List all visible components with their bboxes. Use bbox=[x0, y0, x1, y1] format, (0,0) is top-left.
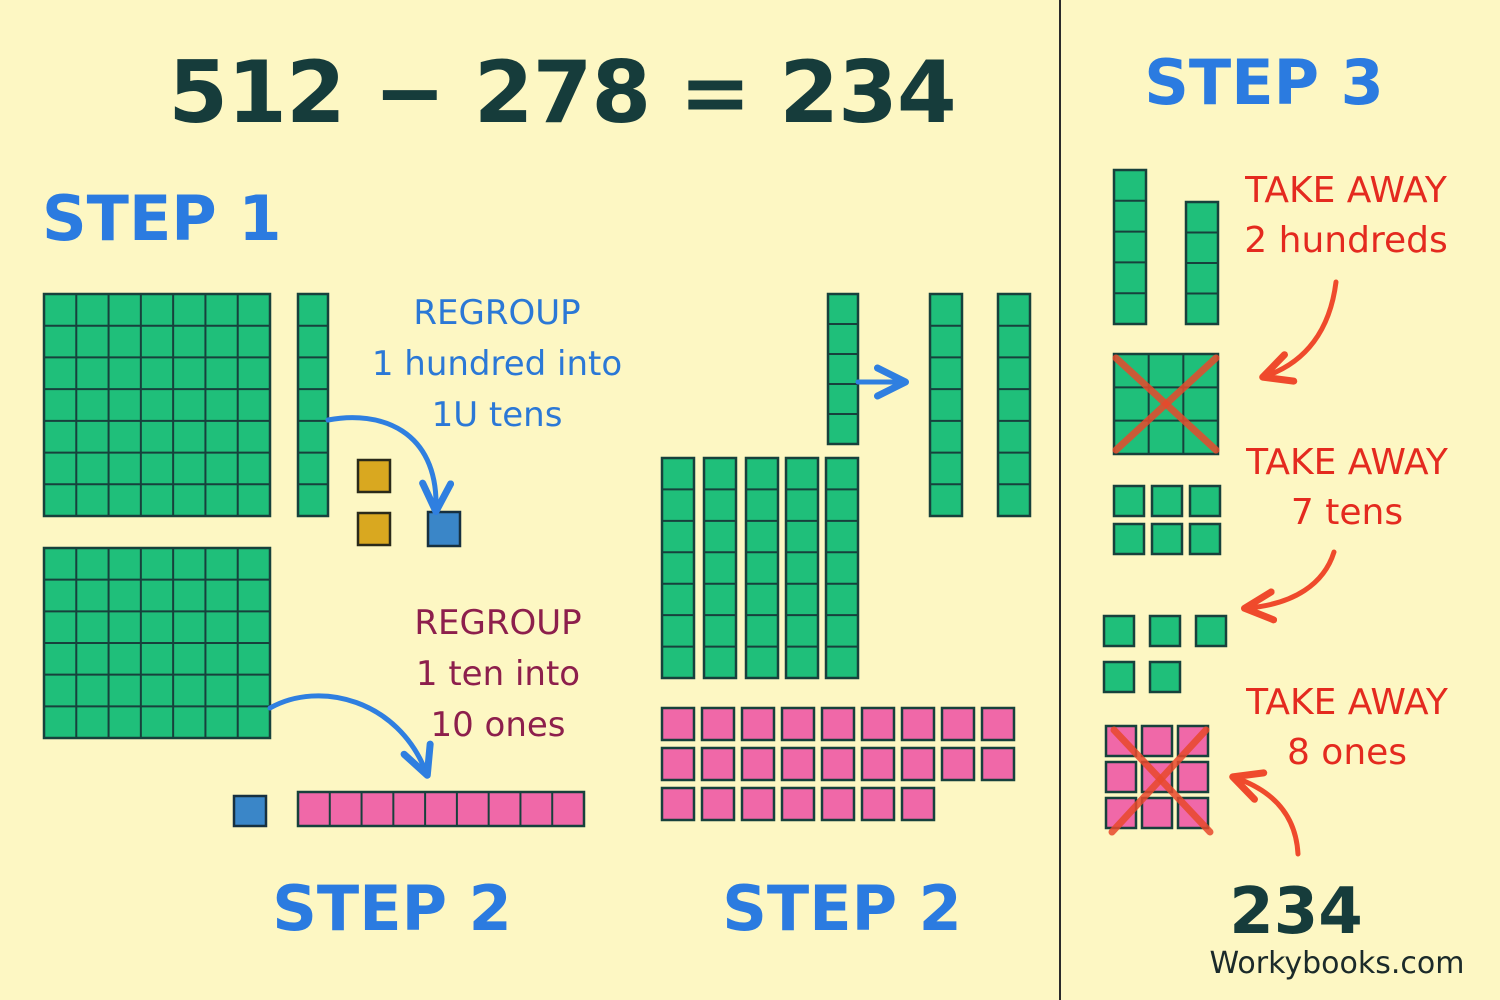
ones-cube bbox=[1112, 522, 1146, 556]
ones-cube-blue bbox=[426, 510, 462, 548]
cross-out-mark bbox=[1112, 354, 1220, 454]
ones-cube bbox=[980, 706, 1016, 742]
ones-strip-pink bbox=[296, 790, 586, 828]
ones-cube-yellow bbox=[356, 511, 392, 547]
note-line: 1U tens bbox=[431, 395, 563, 435]
ones-cube bbox=[1102, 614, 1136, 648]
hundreds-flat-1 bbox=[42, 292, 272, 518]
ones-cube bbox=[780, 706, 816, 742]
ones-cube-blue bbox=[232, 794, 268, 828]
ones-cube bbox=[940, 706, 976, 742]
ones-cube bbox=[700, 706, 736, 742]
ones-cube bbox=[660, 746, 696, 782]
tens-rod-step2 bbox=[824, 456, 860, 680]
note-line: TAKE AWAY bbox=[1246, 442, 1448, 483]
tens-rod-step2 bbox=[660, 456, 696, 680]
note-line: REGROUP bbox=[414, 603, 582, 643]
answer-value: 234 bbox=[1229, 875, 1363, 949]
ones-cube bbox=[820, 786, 856, 822]
ones-cube bbox=[1194, 614, 1228, 648]
hundreds-flat-2 bbox=[42, 546, 272, 740]
take-away-tens-note: TAKE AWAY 7 tens bbox=[1246, 438, 1448, 538]
ones-cube bbox=[700, 786, 736, 822]
ones-cube bbox=[1112, 484, 1146, 518]
ones-cube bbox=[980, 746, 1016, 782]
note-line: REGROUP bbox=[413, 293, 581, 333]
ones-cube bbox=[660, 706, 696, 742]
tens-rod-step2 bbox=[744, 456, 780, 680]
tens-rod-step3 bbox=[1112, 168, 1148, 326]
ones-cube bbox=[1188, 484, 1222, 518]
regroup-hundred-note: REGROUP 1 hundred into 1U tens bbox=[372, 288, 622, 441]
ones-cube bbox=[860, 706, 896, 742]
ones-cube bbox=[1104, 760, 1138, 794]
tens-rod-step1 bbox=[296, 292, 330, 518]
note-line: TAKE AWAY bbox=[1245, 170, 1447, 211]
ones-cube bbox=[1140, 796, 1174, 830]
ones-cube bbox=[660, 786, 696, 822]
regroup-ten-arrow bbox=[267, 693, 434, 779]
ones-cube-yellow bbox=[356, 458, 392, 494]
tens-rod-step2 bbox=[996, 292, 1032, 518]
take-tens-arrow bbox=[1241, 549, 1337, 624]
ones-cubes-step2 bbox=[660, 706, 1016, 822]
ones-cube bbox=[1150, 484, 1184, 518]
ones-cube bbox=[1148, 614, 1182, 648]
site-credit: Workybooks.com bbox=[1209, 946, 1465, 981]
take-ones-arrow bbox=[1229, 769, 1301, 857]
ones-cube bbox=[740, 746, 776, 782]
note-line: 1 hundred into bbox=[371, 344, 623, 384]
tens-rod-step2-top bbox=[826, 292, 860, 446]
ones-cube bbox=[780, 746, 816, 782]
note-line: 8 ones bbox=[1286, 732, 1408, 773]
tens-rod-step2 bbox=[702, 456, 738, 680]
note-line: 10 ones bbox=[430, 705, 566, 745]
ones-cube bbox=[1150, 522, 1184, 556]
ones-cube bbox=[1140, 724, 1174, 758]
ones-cube bbox=[900, 746, 936, 782]
ones-cube bbox=[1102, 660, 1136, 694]
green-cubes-step3 bbox=[1112, 484, 1222, 556]
step-3-label: STEP 3 bbox=[1144, 46, 1384, 119]
ones-cube bbox=[860, 786, 896, 822]
ones-cube bbox=[860, 746, 896, 782]
ones-cube bbox=[1148, 660, 1182, 694]
ones-cube bbox=[1176, 760, 1210, 794]
regroup-hundred-arrow bbox=[325, 415, 455, 515]
ones-cube bbox=[820, 706, 856, 742]
take-away-ones-note: TAKE AWAY 8 ones bbox=[1246, 678, 1448, 778]
step-2-label-left: STEP 2 bbox=[272, 872, 512, 945]
step-1-label: STEP 1 bbox=[42, 182, 282, 255]
tens-rod-step2 bbox=[928, 292, 964, 518]
ones-cube bbox=[940, 746, 976, 782]
regroup-ten-note: REGROUP 1 ten into 10 ones bbox=[414, 598, 581, 751]
note-line: 2 hundreds bbox=[1244, 220, 1448, 261]
note-line: TAKE AWAY bbox=[1246, 682, 1448, 723]
take-hundreds-arrow bbox=[1259, 279, 1339, 385]
ones-cube bbox=[900, 786, 936, 822]
ones-cube bbox=[820, 746, 856, 782]
tens-rod-step2 bbox=[784, 456, 820, 680]
equation-title: 512 − 278 = 234 bbox=[168, 43, 956, 143]
take-away-hundreds-note: TAKE AWAY 2 hundreds bbox=[1244, 166, 1447, 266]
note-line: 1 ten into bbox=[415, 654, 581, 694]
step-2-label-right: STEP 2 bbox=[722, 872, 962, 945]
ones-cube bbox=[900, 706, 936, 742]
ones-cube bbox=[740, 706, 776, 742]
ones-cube bbox=[700, 746, 736, 782]
cross-out-mark bbox=[1108, 726, 1214, 836]
note-line: 7 tens bbox=[1290, 492, 1404, 533]
tens-rod-step3 bbox=[1184, 200, 1220, 326]
ones-cube bbox=[740, 786, 776, 822]
ones-cube bbox=[1188, 522, 1222, 556]
ones-cube bbox=[780, 786, 816, 822]
green-cubes-step3 bbox=[1102, 614, 1228, 694]
